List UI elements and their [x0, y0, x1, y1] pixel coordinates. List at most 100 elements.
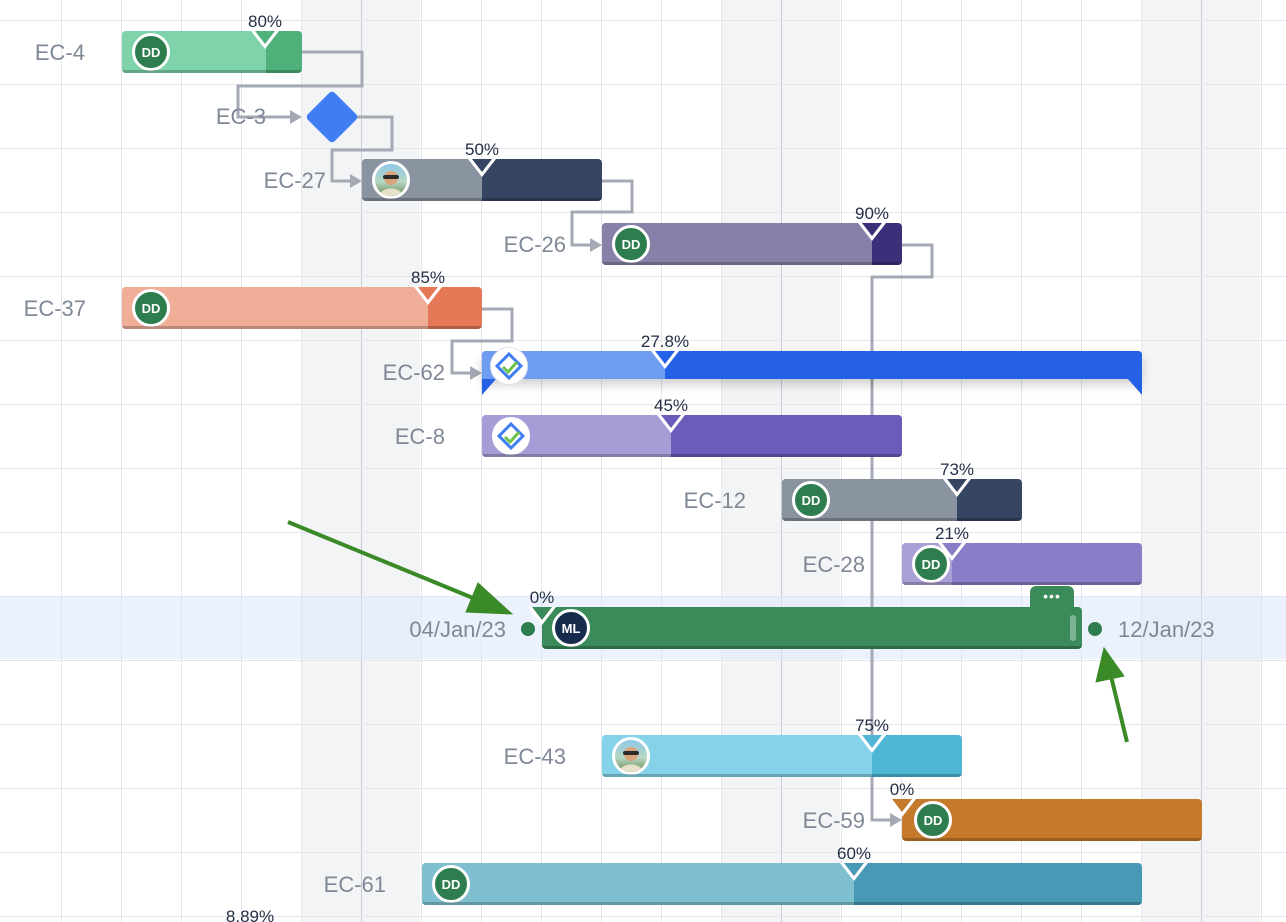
day-gridline: [901, 0, 902, 922]
day-gridline: [1081, 0, 1082, 922]
task-bar[interactable]: DD: [422, 863, 1142, 905]
week-gridline: [1201, 0, 1202, 922]
end-drag-dot[interactable]: [1088, 622, 1102, 636]
assignee-avatar[interactable]: DD: [132, 289, 170, 327]
progress-marker-inner: [418, 287, 438, 300]
assignee-avatar[interactable]: DD: [792, 481, 830, 519]
task-bar[interactable]: [482, 415, 902, 457]
row-gridline: [0, 404, 1286, 405]
row-gridline: [0, 532, 1286, 533]
dependency-arrowhead: [350, 174, 362, 188]
progress-marker-inner: [661, 415, 681, 428]
day-gridline: [481, 0, 482, 922]
task-key-label[interactable]: EC-43: [503, 744, 566, 769]
progress-percent-label: 75%: [854, 716, 890, 735]
progress-marker-inner: [532, 607, 552, 620]
progress-percent-label: 0%: [529, 588, 555, 607]
assignee-avatar[interactable]: ML: [552, 609, 590, 647]
bar-bottom-border: [782, 518, 1022, 521]
selected-task-bar[interactable]: ML: [542, 607, 1082, 649]
assignee-avatar[interactable]: DD: [612, 225, 650, 263]
project-avatar[interactable]: [492, 417, 530, 455]
day-gridline: [121, 0, 122, 922]
task-bar[interactable]: DD: [902, 543, 1142, 585]
progress-percent-label: 8.89%: [225, 907, 275, 922]
dependency-line: [870, 243, 934, 822]
row-gridline: [0, 724, 1286, 725]
task-key-label[interactable]: EC-28: [802, 552, 865, 577]
day-gridline: [301, 0, 302, 922]
assignee-photo-avatar[interactable]: [612, 737, 650, 775]
annotation-arrow: [1108, 671, 1129, 743]
day-gridline: [421, 0, 422, 922]
jira-product-icon: [494, 351, 524, 381]
dependency-line: [236, 50, 364, 119]
progress-percent-label: 73%: [939, 460, 975, 479]
summary-bar-left-foot: [482, 379, 496, 395]
task-bar[interactable]: DD: [602, 223, 902, 265]
row-gridline: [0, 660, 1286, 661]
task-key-label[interactable]: EC-26: [503, 232, 566, 257]
assignee-avatar[interactable]: DD: [914, 801, 952, 839]
bar-bottom-border: [902, 838, 1202, 841]
task-key-label[interactable]: EC-8: [394, 424, 445, 449]
progress-marker: [657, 415, 685, 433]
week-gridline: [361, 0, 362, 922]
summary-bar-remainder: [665, 351, 1142, 379]
resize-handle[interactable]: [1070, 615, 1076, 641]
assignee-avatar[interactable]: DD: [132, 33, 170, 71]
progress-marker-inner: [844, 863, 864, 876]
summary-task-bar[interactable]: [482, 347, 1142, 395]
task-key-label[interactable]: EC-4: [34, 40, 85, 65]
day-gridline: [601, 0, 602, 922]
more-actions-button[interactable]: •••: [1030, 586, 1074, 610]
task-bar[interactable]: DD: [782, 479, 1022, 521]
person-photo-icon: [379, 171, 403, 196]
progress-marker-inner: [892, 799, 912, 812]
day-gridline: [181, 0, 182, 922]
progress-marker: [414, 287, 442, 305]
project-avatar[interactable]: [490, 347, 528, 385]
dependency-arrowhead: [470, 366, 482, 380]
annotation-arrowhead: [1095, 646, 1125, 683]
day-gridline: [841, 0, 842, 922]
assignee-avatar[interactable]: DD: [912, 545, 950, 583]
progress-marker-inner: [655, 351, 675, 364]
dependency-arrowhead: [290, 110, 302, 124]
task-bar[interactable]: [602, 735, 962, 777]
progress-marker: [651, 351, 679, 369]
task-key-label[interactable]: EC-62: [382, 360, 445, 385]
assignee-avatar[interactable]: DD: [432, 865, 470, 903]
bar-bottom-border: [902, 582, 1142, 585]
task-bar[interactable]: DD: [902, 799, 1202, 841]
progress-percent-label: 60%: [836, 844, 872, 863]
row-gridline: [0, 788, 1286, 789]
task-key-label[interactable]: EC-3: [215, 104, 266, 129]
progress-marker-inner: [472, 159, 492, 172]
task-key-label[interactable]: EC-27: [263, 168, 326, 193]
dependency-line: [570, 179, 634, 247]
bar-bottom-border: [602, 774, 962, 777]
progress-percent-label: 0%: [889, 780, 915, 799]
assignee-photo-avatar[interactable]: [372, 161, 410, 199]
day-gridline: [241, 0, 242, 922]
row-gridline: [0, 212, 1286, 213]
row-gridline: [0, 340, 1286, 341]
bar-bottom-border: [542, 646, 1082, 649]
task-key-label[interactable]: EC-61: [323, 872, 386, 897]
progress-marker: [528, 607, 556, 625]
progress-percent-label: 90%: [854, 204, 890, 223]
task-key-label[interactable]: EC-59: [802, 808, 865, 833]
row-gridline: [0, 916, 1286, 917]
progress-percent-label: 50%: [464, 140, 500, 159]
task-key-label[interactable]: EC-37: [23, 296, 86, 321]
start-drag-dot[interactable]: [521, 622, 535, 636]
day-gridline: [541, 0, 542, 922]
day-gridline: [61, 0, 62, 922]
progress-marker-inner: [942, 543, 962, 556]
task-key-label[interactable]: EC-12: [683, 488, 746, 513]
dependency-arrowhead: [590, 238, 602, 252]
progress-percent-label: 27.8%: [640, 332, 690, 351]
